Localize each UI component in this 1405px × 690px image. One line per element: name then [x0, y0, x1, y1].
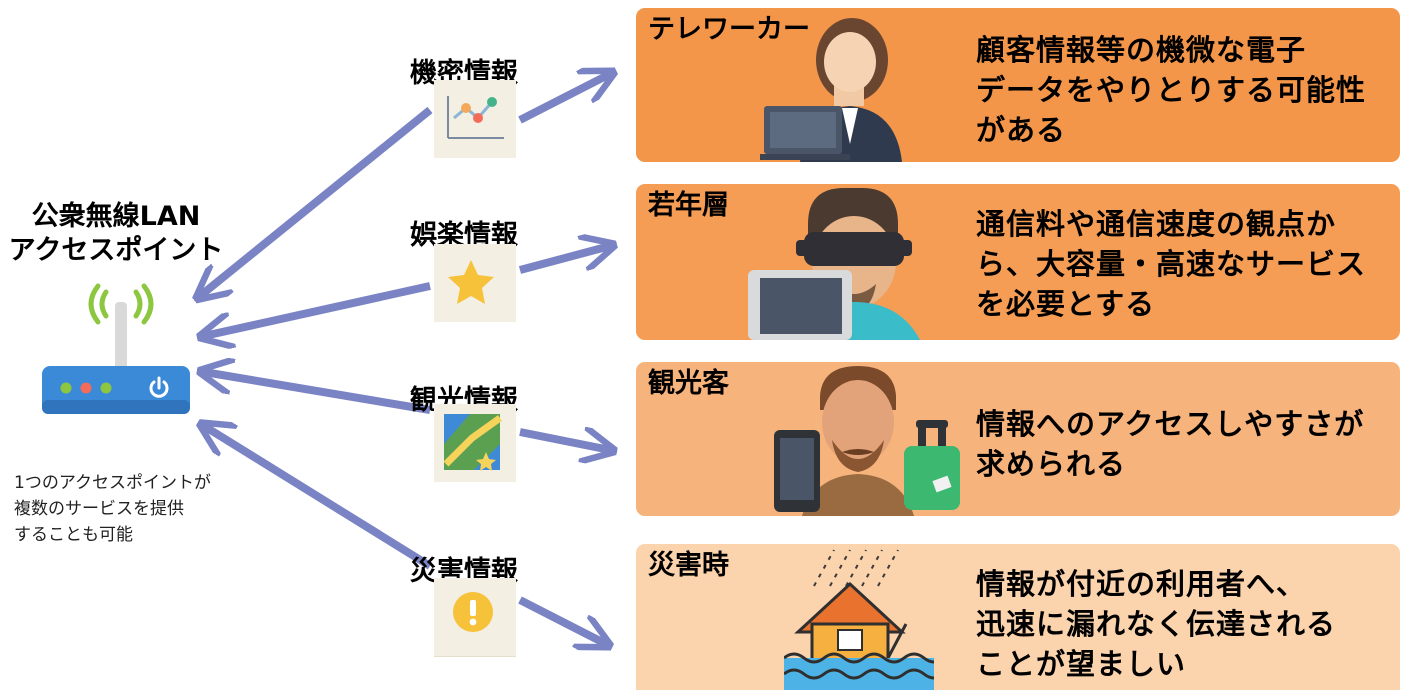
user-title-disaster: 災害時 [648, 550, 729, 581]
map-icon [434, 404, 516, 482]
router-icon [42, 283, 190, 414]
access-point-title-line1: 公衆無線LAN [31, 201, 201, 232]
note-line-1: 1つのアクセスポイントが [14, 473, 211, 493]
desc-line: 顧客情報等の機微な電子 [976, 33, 1307, 67]
disaster-doc [434, 578, 516, 656]
desc-line: ことが望ましい [976, 647, 1187, 681]
access-point-title-line2: アクセスポイント [8, 235, 224, 266]
entertainment-doc [434, 244, 516, 322]
arrow-secret-user [518, 74, 610, 124]
desc-line: 情報が付近の利用者へ、 [976, 567, 1307, 601]
user-title-young: 若年層 [648, 190, 729, 221]
access-point-title: 公衆無線LAN アクセスポイント [0, 200, 232, 268]
user-desc-disaster: 情報が付近の利用者へ、 迅速に漏れなく伝達される ことが望ましい [976, 564, 1386, 684]
desc-line: ら、大容量・高速なサービス [976, 247, 1367, 281]
star-icon [434, 244, 516, 322]
desc-line: 通信料や通信速度の観点か [976, 207, 1337, 241]
arrow-ap-tourism [204, 372, 431, 414]
warning-icon [434, 578, 516, 656]
desc-line: 求められる [976, 447, 1127, 481]
user-box-disaster: 災害時 情報が付近の利用者へ、 迅速に漏れなく伝達される ことが望ましい [636, 544, 1400, 690]
desc-line: 情報へのアクセスしやすさが [976, 407, 1365, 441]
note-line-2: 複数のサービスを提供 [14, 499, 184, 519]
user-box-teleworker: テレワーカー 顧客情報等の機微な電子 データをやりとりする可能性 がある [636, 8, 1400, 162]
desc-line: がある [976, 113, 1067, 147]
user-box-tourist: 観光客 情報へのアクセスしやすさが 求められる [636, 362, 1400, 516]
arrow-ap-disaster [204, 426, 433, 570]
young-vr-tablet-icon [748, 188, 920, 340]
teleworker-laptop-icon [760, 18, 902, 162]
arrow-ap-secret [200, 106, 433, 296]
tourist-suitcase-icon [774, 366, 960, 516]
user-box-young: 若年層 通信料や通信速度の観点か ら、大容量・高速なサービス を必要とする [636, 184, 1400, 340]
desc-line: を必要とする [976, 287, 1156, 321]
note-line-3: することも可能 [14, 525, 133, 545]
line-chart-icon [434, 80, 516, 158]
flooded-house-icon [784, 549, 934, 690]
tourism-doc [434, 404, 516, 482]
desc-line: データをやりとりする可能性 [976, 73, 1367, 107]
access-point-note: 1つのアクセスポイントが 複数のサービスを提供 することも可能 [14, 470, 254, 548]
arrow-disaster-user [518, 596, 606, 644]
secret-doc [434, 80, 516, 158]
user-title-teleworker: テレワーカー [648, 14, 810, 45]
arrow-tourism-user [519, 432, 610, 450]
arrow-entertain-user [518, 246, 610, 274]
user-title-tourist: 観光客 [648, 368, 729, 399]
desc-line: 迅速に漏れなく伝達される [976, 607, 1337, 641]
arrow-ap-entertain [204, 282, 431, 336]
user-desc-tourist: 情報へのアクセスしやすさが 求められる [976, 404, 1386, 484]
wifi-signal-icon [88, 283, 154, 325]
power-icon [149, 376, 169, 398]
user-desc-teleworker: 顧客情報等の機微な電子 データをやりとりする可能性 がある [976, 30, 1386, 150]
user-desc-young: 通信料や通信速度の観点か ら、大容量・高速なサービス を必要とする [976, 204, 1386, 324]
